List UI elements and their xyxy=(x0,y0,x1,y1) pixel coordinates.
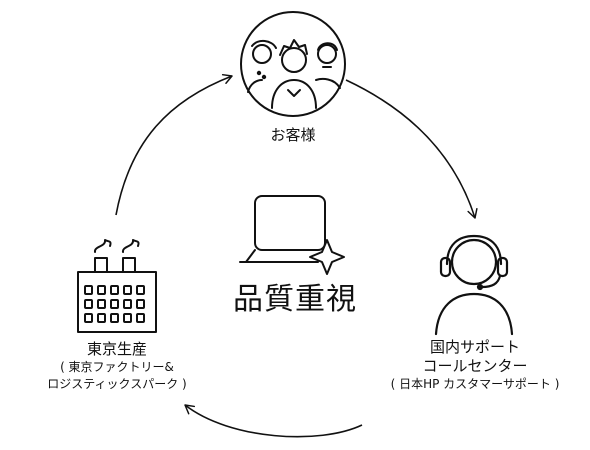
support-label-line3: ( 日本HP カスタマーサポート ) xyxy=(390,377,560,391)
factory-icon xyxy=(77,239,157,333)
factory-label: 東京生産 ( 東京ファクトリー& ロジスティックスパーク ) xyxy=(0,340,234,393)
factory-windows xyxy=(84,285,145,323)
support-label: 国内サポート コールセンター ( 日本HP カスタマーサポート ) xyxy=(360,338,590,393)
arrow-support-to-factory xyxy=(184,404,363,438)
arrow-customer-to-support xyxy=(345,79,478,219)
customer-label: お客様 xyxy=(270,126,316,144)
factory-label-line2: ( 東京ファクトリー& xyxy=(60,360,174,374)
arrow-factory-to-customer xyxy=(115,73,233,216)
center-title: 品質重視 xyxy=(233,282,357,317)
support-label-line2: コールセンター xyxy=(422,357,528,375)
laptop-sparkle-icon xyxy=(239,195,345,275)
headset-agent-icon xyxy=(434,234,514,336)
support-label-line1: 国内サポート xyxy=(429,338,520,356)
people-group-icon xyxy=(240,11,346,117)
factory-label-line1: 東京生産 xyxy=(86,340,147,358)
factory-label-line3: ロジスティックスパーク ) xyxy=(47,377,187,391)
